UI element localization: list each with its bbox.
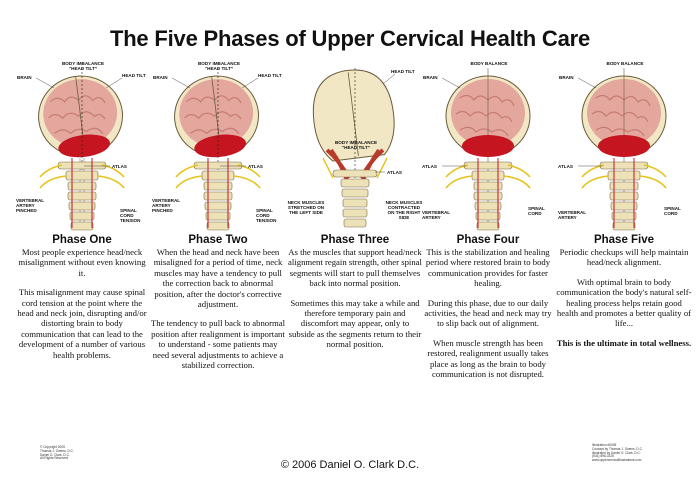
phase-four-illustration: BODY BALANCE BRAIN ATLAS VERTEBRAL ARTER… — [420, 58, 556, 233]
phase-paragraph: As the muscles that support head/neck al… — [288, 247, 422, 289]
phase-paragraph: The tendency to pull back to abnormal po… — [150, 318, 286, 371]
body-imbalance-label: BODY IMBALANCE“HEAD TILT” — [61, 61, 105, 71]
left-neck-muscles-label: NECK MUSCLES STRETCHED ON THE LEFT SIDE — [287, 200, 325, 215]
phase-one-column: BODY IMBALANCE“HEAD TILT” HEAD TILT BRAI… — [14, 58, 150, 369]
page-title: The Five Phases of Upper Cervical Health… — [109, 26, 591, 51]
vertebral-artery-label: VERTEBRAL ARTERY PINCHED — [152, 198, 180, 213]
skull-muscles-diagram — [312, 68, 396, 228]
brain-label: BRAIN — [423, 75, 438, 80]
spinal-cord-label: SPINAL CORD TENSION — [256, 208, 277, 223]
brain-label: BRAIN — [153, 75, 168, 80]
fineprint-right: Illustration #6005 Concept by Thomas J. … — [592, 443, 643, 463]
phase-title: Phase Three — [320, 234, 390, 246]
atlas-label: ATLAS — [387, 170, 402, 175]
phase-title: Phase Four — [456, 234, 520, 246]
body-imbalance-label: BODY IMBALANCE“HEAD TILT” — [197, 61, 241, 71]
phase-paragraph: This is the stabilization and healing pe… — [425, 247, 551, 289]
phase-paragraph: When the head and neck have been misalig… — [153, 247, 283, 310]
tilted-head-diagram — [171, 68, 261, 231]
atlas-label: ATLAS — [558, 164, 573, 169]
head-tilt-label: HEAD TILT — [122, 73, 146, 78]
brain-label: BRAIN — [17, 75, 32, 80]
phase-three-illustration: BODY IMBALANCE“HEAD TILT” HEAD TILT ATLA… — [287, 58, 423, 233]
vertebral-artery-label: VERTEBRAL ARTERY — [422, 210, 450, 220]
phase-five-column: BODY BALANCE BRAIN ATLAS VERTEBRAL ARTER… — [556, 58, 692, 357]
atlas-label: ATLAS — [112, 164, 127, 169]
closing-statement: This is the ultimate in total wellness. — [556, 337, 692, 348]
phase-paragraph: Sometimes this may take a while and ther… — [288, 297, 422, 350]
fineprint-left: © Copyright 2005 Thomas J. Owens, D.C. D… — [40, 445, 74, 461]
head-tilt-label: HEAD TILT — [391, 69, 415, 74]
body-balance-label: BODY BALANCE — [470, 61, 508, 66]
spinal-cord-label: SPINAL CORD — [664, 206, 681, 216]
phase-paragraph: During this phase, due to our daily acti… — [424, 297, 552, 329]
phase-paragraph: Periodic checkups will help maintain hea… — [559, 247, 689, 268]
phase-three-column: BODY IMBALANCE“HEAD TILT” HEAD TILT ATLA… — [287, 58, 423, 359]
phase-title: Phase One — [52, 234, 112, 246]
phase-one-illustration: BODY IMBALANCE“HEAD TILT” HEAD TILT BRAI… — [14, 58, 150, 233]
phase-two-column: BODY IMBALANCE“HEAD TILT” HEAD TILT BRAI… — [150, 58, 286, 379]
copyright-notice: © 2006 Daniel O. Clark D.C. — [280, 459, 420, 471]
vertebral-artery-label: VERTEBRAL ARTERY — [558, 210, 586, 220]
balanced-head-diagram — [577, 68, 667, 231]
brain-label: BRAIN — [559, 75, 574, 80]
phase-title: Phase Two — [188, 234, 248, 246]
spinal-cord-label: SPINAL CORD — [528, 206, 545, 216]
body-balance-label: BODY BALANCE — [606, 61, 644, 66]
right-neck-muscles-label: NECK MUSCLES CONTRACTED ON THE RIGHT SID… — [385, 200, 423, 220]
phase-paragraph: With optimal brain to body communication… — [556, 276, 692, 329]
atlas-label: ATLAS — [422, 164, 437, 169]
vertebral-artery-label: VERTEBRAL ARTERY PINCHED — [16, 198, 44, 213]
phase-paragraph: When muscle strength has been restored, … — [427, 337, 549, 380]
phase-two-illustration: BODY IMBALANCE“HEAD TILT” HEAD TILT BRAI… — [150, 58, 286, 233]
body-imbalance-label: BODY IMBALANCE“HEAD TILT” — [334, 140, 378, 150]
balanced-head-diagram — [441, 68, 531, 231]
tilted-head-diagram — [35, 68, 125, 231]
phase-paragraph: This misalignment may cause spinal cord … — [17, 287, 147, 360]
phase-paragraph: Most people experience head/neck misalig… — [18, 247, 146, 278]
phase-five-illustration: BODY BALANCE BRAIN ATLAS VERTEBRAL ARTER… — [556, 58, 692, 233]
spinal-cord-label: SPINAL CORD TENSION — [120, 208, 141, 223]
phase-title: Phase Five — [593, 234, 655, 246]
head-tilt-label: HEAD TILT — [258, 73, 282, 78]
atlas-label: ATLAS — [248, 164, 263, 169]
phase-four-column: BODY BALANCE BRAIN ATLAS VERTEBRAL ARTER… — [420, 58, 556, 388]
